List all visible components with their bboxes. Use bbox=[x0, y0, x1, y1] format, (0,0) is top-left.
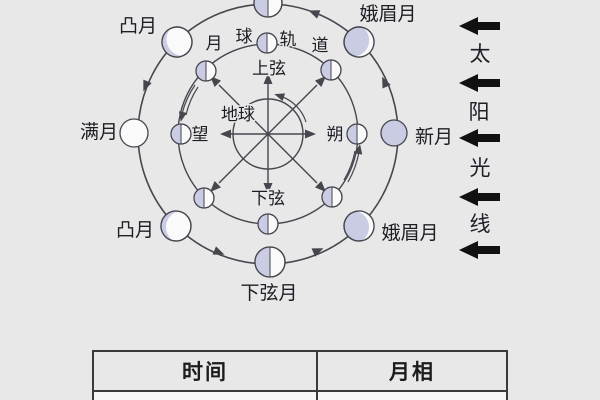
sun-ray-arrow-icon bbox=[459, 129, 500, 147]
outer-orbit-moons bbox=[119, 0, 408, 278]
label-orbit-char2: 球 bbox=[236, 27, 253, 46]
table-cell-empty bbox=[318, 392, 506, 400]
sun-ray-arrow-icon bbox=[459, 17, 500, 35]
first-quarter-moon-icon bbox=[253, 0, 283, 18]
label-last-quarter: 下弦 bbox=[251, 189, 285, 208]
label-sun-char4: 线 bbox=[470, 212, 491, 236]
label-full-position: 望 bbox=[192, 125, 209, 144]
inner-moon-icon bbox=[320, 59, 342, 81]
table-header-phase-label: 月相 bbox=[389, 360, 435, 384]
sunlight-arrows bbox=[459, 17, 500, 259]
inner-moon-icon bbox=[193, 187, 215, 209]
sun-ray-arrow-icon bbox=[459, 241, 500, 259]
label-orbit-char4: 道 bbox=[312, 36, 329, 55]
crescent-moon-icon bbox=[343, 210, 375, 242]
inner-moon-icon bbox=[321, 186, 343, 208]
rotation-arrowheads bbox=[178, 93, 363, 155]
crescent-moon-icon bbox=[343, 26, 375, 58]
label-first-quarter: 上弦 bbox=[252, 59, 286, 78]
gibbous-moon-icon bbox=[160, 210, 192, 242]
label-new-moon: 新月 bbox=[415, 126, 453, 148]
label-sun-char1: 太 bbox=[470, 42, 491, 66]
full-moon-icon bbox=[119, 118, 149, 148]
inner-moon-icon bbox=[170, 123, 192, 145]
last-quarter-moon-icon bbox=[254, 246, 286, 278]
label-sun-char3: 光 bbox=[470, 156, 491, 180]
inner-orbit-moons bbox=[170, 32, 368, 235]
label-crescent-upper: 娥眉月 bbox=[359, 3, 416, 25]
table-header-row: 时间 月相 bbox=[94, 352, 506, 390]
label-earth: 地球 bbox=[221, 105, 255, 124]
table-header-time: 时间 bbox=[94, 352, 318, 390]
new-moon-icon bbox=[380, 119, 408, 147]
label-gibbous-upper: 凸月 bbox=[119, 16, 157, 37]
radial-direction-arrows bbox=[218, 84, 318, 184]
inner-moon-icon bbox=[257, 213, 279, 235]
label-last-quarter-moon: 下弦月 bbox=[240, 282, 297, 304]
label-sun-char2: 阳 bbox=[469, 100, 490, 124]
label-new-position: 朔 bbox=[327, 125, 344, 144]
outer-orbit-direction-arrows bbox=[143, 10, 391, 257]
inner-moon-icon bbox=[195, 60, 217, 82]
moon-phase-diagram: 凸月 娥眉月 满月 新月 凸月 娥眉月 下弦月 月 球 轨 道 上弦 下弦 望 … bbox=[78, 0, 500, 306]
radial-arrowheads bbox=[210, 73, 326, 194]
sun-ray-arrow-icon bbox=[459, 188, 500, 206]
label-full-moon: 满月 bbox=[80, 121, 118, 143]
label-orbit-char3: 轨 bbox=[280, 30, 297, 49]
diagram-labels: 凸月 娥眉月 满月 新月 凸月 娥眉月 下弦月 月 球 轨 道 上弦 下弦 望 … bbox=[78, 2, 492, 306]
inner-moon-icon bbox=[346, 123, 368, 145]
table-header-phase: 月相 bbox=[318, 352, 506, 390]
sun-ray-arrow-icon bbox=[459, 74, 500, 92]
label-gibbous-lower: 凸月 bbox=[116, 220, 154, 241]
gibbous-moon-icon bbox=[161, 26, 193, 58]
table-body-row-clipped bbox=[94, 390, 506, 400]
inner-moon-icon bbox=[256, 32, 278, 54]
label-crescent-lower: 娥眉月 bbox=[381, 222, 438, 244]
label-orbit-char1: 月 bbox=[206, 34, 223, 53]
table-header-time-label: 时间 bbox=[182, 360, 228, 384]
phase-table: 时间 月相 bbox=[92, 350, 508, 400]
table-cell-empty bbox=[94, 392, 318, 400]
